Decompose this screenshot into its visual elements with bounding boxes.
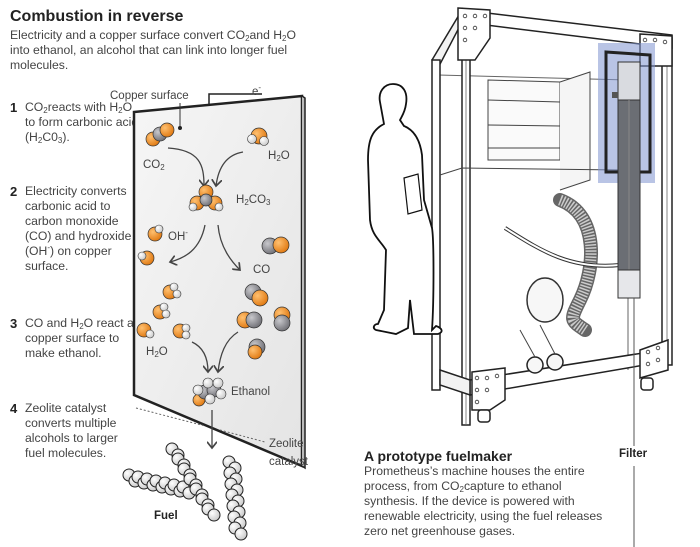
step-text: CO2reacts with H2O to form carbonic acid… [25, 100, 139, 145]
step-3: 3 CO and H2O react at copper surface to … [10, 316, 140, 361]
bolt [482, 13, 488, 19]
ethanol-label: Ethanol [231, 386, 271, 398]
arrow-co2 [167, 147, 204, 186]
clipboard [403, 173, 423, 215]
prototype-title: A prototype fuelmaker [364, 448, 513, 464]
h2o-molecule [172, 323, 191, 340]
h2o-molecule [136, 322, 155, 339]
bolt [472, 25, 478, 31]
person-silhouette [367, 83, 443, 335]
filter-label: Filter [619, 448, 648, 460]
fuel-molecule-2 [165, 442, 221, 522]
fuel-label: Fuel [154, 510, 178, 522]
bolt [472, 13, 478, 19]
bolt [642, 37, 648, 43]
oh-ion [147, 224, 164, 242]
step-number: 1 [10, 100, 18, 115]
bolt [484, 387, 490, 393]
h2co3-molecule [188, 184, 224, 212]
step-text: CO and H2O react at copper surface to ma… [25, 316, 138, 360]
bolt [655, 357, 661, 363]
step-text: Electricity converts carbonic acid to ca… [25, 184, 132, 273]
bolt [462, 25, 468, 31]
arrow-h2o-ethanol [191, 341, 208, 372]
h2o-label: H2O [268, 150, 290, 163]
bolt [652, 37, 658, 43]
electron-label: e- [252, 83, 262, 99]
arrow-h2o [216, 151, 244, 186]
arrow-oh [170, 224, 206, 262]
zeolite-label: Zeolite [269, 438, 304, 450]
bolt [474, 387, 480, 393]
step-number: 2 [10, 184, 18, 199]
h2o-molecule [152, 302, 171, 320]
ethanol-molecule [192, 377, 227, 407]
bolt [655, 345, 661, 351]
fuel-atom [207, 508, 221, 522]
co-molecule [273, 306, 291, 332]
fuel-molecule-3 [222, 455, 248, 541]
step-1: 1 CO2reacts with H2O to form carbonic ac… [10, 100, 140, 145]
oh-ion [137, 250, 155, 266]
bolt [462, 37, 468, 43]
step-number: 4 [10, 401, 18, 416]
bolt [645, 361, 651, 367]
oh-label: OH- [168, 228, 188, 244]
bolt [645, 349, 651, 355]
arrow-co [217, 224, 240, 270]
co-molecule [244, 283, 269, 307]
bolt [662, 39, 668, 45]
h2o-molecule [162, 282, 182, 300]
co2-molecule [145, 122, 175, 147]
h2o-molecule [247, 127, 269, 146]
co-molecule [261, 236, 290, 255]
arrow-co-ethanol [218, 331, 239, 372]
page-title: Combustion in reverse [10, 8, 184, 25]
co2-label: CO2 [143, 159, 165, 172]
fuel-atom [234, 527, 248, 541]
fuel-molecule-1 [122, 468, 196, 500]
bolt [462, 13, 468, 19]
catalyst-label: catalyst [269, 456, 308, 468]
h2co3-label: H2CO3 [236, 194, 271, 207]
bolts [462, 13, 668, 405]
step-text: Zeolite catalyst converts multiple alcoh… [25, 401, 118, 460]
step-2: 2 Electricity converts carbonic acid to … [10, 184, 140, 274]
filter-column [612, 61, 641, 299]
prototype-body: Prometheus’s machine houses the entire p… [364, 464, 603, 538]
step-4: 4 Zeolite catalyst converts multiple alc… [10, 401, 140, 461]
bolt [494, 373, 500, 379]
step-number: 3 [10, 316, 18, 331]
co-label: CO [253, 264, 271, 276]
co-molecule [236, 311, 263, 329]
electrode-wire [208, 93, 262, 106]
intro-text: Electricity and a copper surface convert… [10, 28, 296, 72]
fuelmaker-machine [431, 7, 673, 426]
co-molecule [247, 338, 266, 360]
h2o-low-label: H2O [146, 346, 168, 359]
copper-surface-label: Copper surface [110, 90, 189, 102]
bolt [474, 375, 480, 381]
bolt [474, 399, 480, 405]
bolt [484, 375, 490, 381]
